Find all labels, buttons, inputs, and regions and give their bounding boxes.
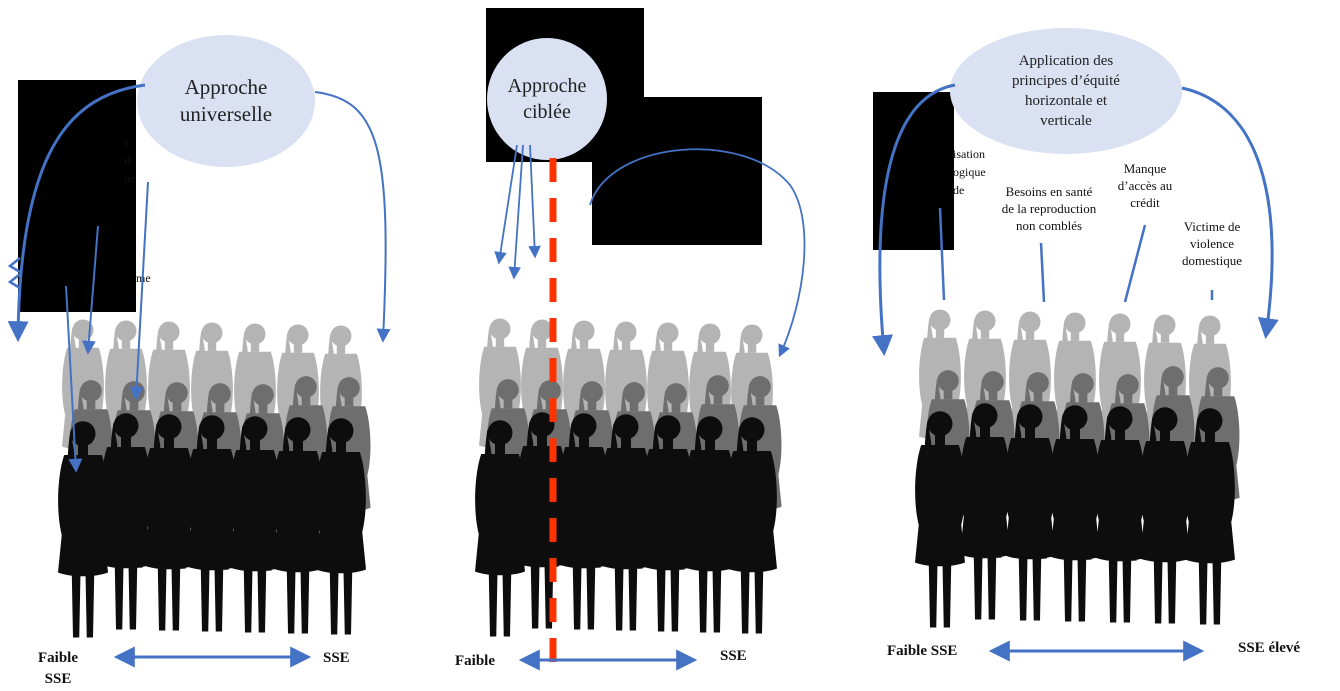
ses-label: SSE	[720, 648, 747, 664]
need-connector-lines	[938, 207, 1214, 303]
curved-arrow-icon	[494, 144, 806, 358]
bubble-line: horizontale et	[1024, 93, 1108, 109]
low-label: Faible	[455, 653, 495, 669]
low-ses-line-2: SSE	[44, 671, 72, 687]
note-line: crédit	[1130, 195, 1160, 210]
redaction-box	[18, 80, 136, 312]
bubble-line: principes d’équité	[1012, 73, 1120, 89]
women-silhouette-group-icon	[58, 309, 1240, 638]
bubble-line: universelle	[179, 102, 273, 126]
panel-targeted-approach: Approche ciblée Faible SSE	[440, 0, 860, 691]
redaction-box	[592, 97, 762, 245]
partial-text-1: e	[124, 135, 130, 149]
curved-arrow-icon	[872, 83, 1279, 357]
partial-text-1: isation	[953, 147, 985, 161]
panel-equity-approach: isation ogique de Application des princi…	[860, 0, 1340, 691]
bubble-line: ciblée	[523, 101, 571, 123]
ses-label: SSE	[323, 650, 350, 666]
note-line: de la reproduction	[1001, 201, 1097, 216]
note-line: domestique	[1182, 253, 1242, 268]
note-line: Victime de	[1183, 219, 1241, 234]
note-line: Besoins en santé	[1005, 184, 1093, 199]
need-credit-access: Manque d’accès au crédit	[1108, 160, 1182, 211]
low-ses-label: Faible SSE	[887, 643, 958, 659]
note-line: d’accès au	[1117, 178, 1173, 193]
partial-text-3: de	[953, 183, 965, 197]
note-line: Manque	[1123, 161, 1167, 176]
curved-arrow-icon	[7, 83, 391, 473]
low-ses-label: Faible SSE	[38, 648, 78, 690]
bubble-line: Approche	[507, 75, 587, 97]
universal-approach-bubble: Approche universelle	[137, 35, 315, 167]
equity-principles-bubble: Application des principes d’équité horiz…	[950, 28, 1182, 154]
partial-text-2: il	[124, 153, 131, 167]
targeted-approach-bubble: Approche ciblée	[487, 38, 607, 160]
partial-text-3: ue	[124, 171, 136, 185]
need-domestic-violence: Victime de violence domestique	[1173, 218, 1251, 269]
partial-text-2: ogique	[953, 165, 986, 179]
panel-universal-approach: e il ue me Approche universelle Faible S…	[0, 0, 440, 691]
low-ses-line-1: Faible	[38, 650, 78, 666]
note-line: non comblés	[1015, 218, 1083, 233]
ses-axis-arrow-icon	[113, 640, 1205, 671]
bubble-line: verticale	[1040, 113, 1092, 129]
high-ses-label: SSE élevé	[1238, 640, 1301, 656]
bubble-line: Approche	[184, 75, 268, 99]
bubble-line: Application des	[1018, 53, 1114, 69]
need-reproductive-health: Besoins en santé de la reproduction non …	[986, 183, 1112, 234]
note-line: violence	[1189, 236, 1235, 251]
